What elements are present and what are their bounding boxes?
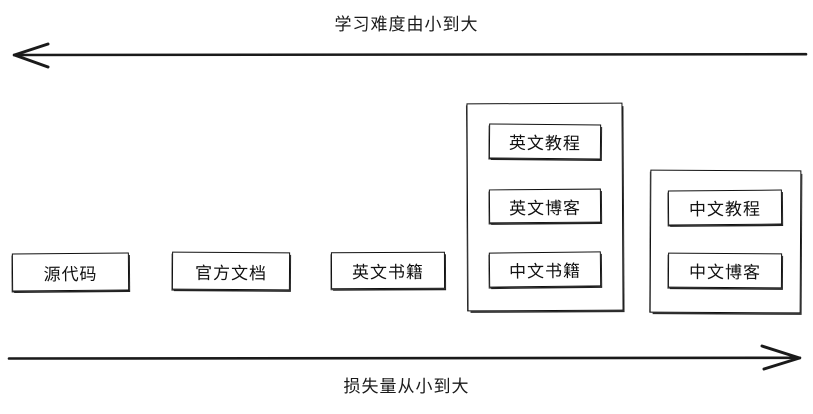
bottom-arrow-right [7, 344, 802, 371]
node-chinese-books[interactable]: 中文书籍 [488, 251, 602, 288]
node-label: 英文博客 [508, 198, 582, 219]
node-chinese-blog[interactable]: 中文博客 [667, 252, 783, 289]
top-axis-label: 学习难度由小到大 [334, 15, 479, 35]
bottom-axis-label: 损失量从小到大 [343, 377, 470, 397]
node-chinese-tutorial[interactable]: 中文教程 [667, 189, 783, 226]
node-label: 中文教程 [688, 199, 762, 221]
node-label: 官方文档 [194, 263, 268, 284]
node-english-books[interactable]: 英文书籍 [330, 251, 446, 290]
node-label: 中文书籍 [508, 261, 582, 283]
node-english-blog[interactable]: 英文博客 [488, 188, 602, 224]
node-official-docs[interactable]: 官方文档 [171, 251, 291, 291]
node-label: 英文书籍 [351, 262, 425, 284]
node-label: 中文博客 [688, 262, 762, 284]
node-label: 源代码 [43, 264, 98, 285]
top-arrow-left [12, 42, 808, 69]
node-english-tutorial[interactable]: 英文教程 [488, 123, 602, 160]
node-label: 英文教程 [508, 133, 582, 155]
node-source-code[interactable]: 源代码 [11, 252, 130, 292]
